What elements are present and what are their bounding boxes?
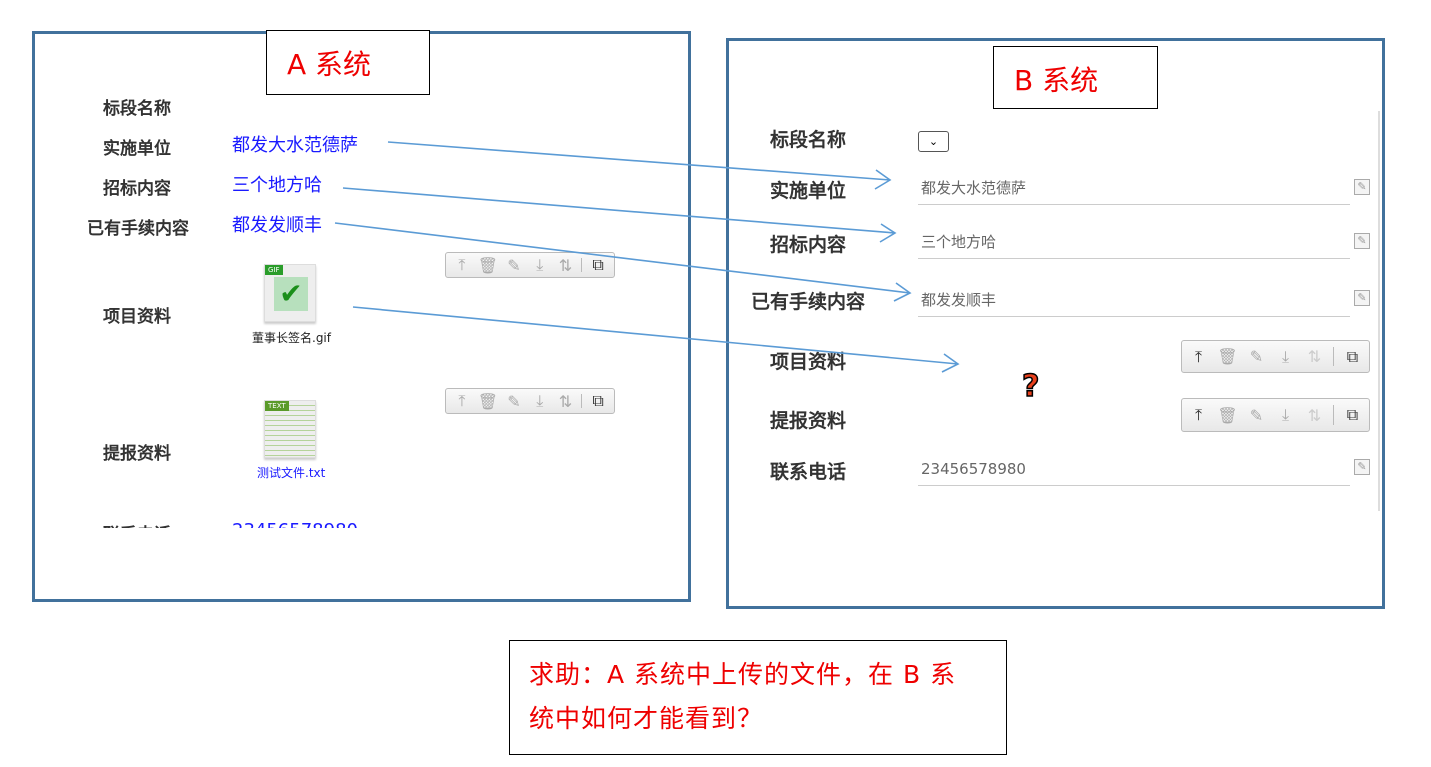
unit-input[interactable]: 都发大水范德萨 (918, 171, 1350, 205)
value-unit: 都发大水范德萨 (232, 135, 358, 156)
edit-icon[interactable]: ✎ (507, 391, 521, 411)
upload-icon[interactable]: ⤒ (1194, 346, 1203, 366)
procedures-input[interactable]: 都发发顺丰 (918, 283, 1350, 317)
label-bid-content: 招标内容 (103, 179, 171, 199)
edit-icon[interactable]: ✎ (1249, 347, 1264, 366)
scrollbar[interactable] (1378, 111, 1380, 511)
label-bid-content: 招标内容 (770, 234, 847, 256)
open-external-icon[interactable]: ⧉ (1346, 405, 1359, 424)
system-b-panel: 标段名称 ⌄ 实施单位 都发大水范德萨 ✎ 招标内容 三个地方哈 ✎ 已有手续内… (726, 38, 1385, 609)
sort-icon[interactable]: ⇅ (558, 391, 573, 411)
project-docs-toolbar: ⤒ 🗑 ✎ ⤓ ⇅ ⧉ (1181, 340, 1370, 373)
download-icon[interactable]: ⤓ (1281, 346, 1290, 366)
system-b-title: B 系统 (993, 46, 1158, 109)
label-project-docs: 项目资料 (103, 307, 171, 327)
phone-input[interactable]: 23456578980 (918, 452, 1350, 486)
arrow-unit (387, 141, 892, 190)
open-external-icon[interactable]: ⧉ (592, 391, 604, 410)
clipped-phone-row: 联系电话 23456578980 (35, 520, 635, 528)
label-unit: 实施单位 (103, 139, 171, 159)
sort-icon[interactable]: ⇅ (1307, 405, 1322, 425)
label-section: 标段名称 (103, 99, 171, 119)
question-mark-icon: ? (1021, 368, 1040, 405)
label-report-docs: 提报资料 (770, 410, 847, 432)
question-box: 求助：A 系统中上传的文件，在 B 系 统中如何才能看到？ (509, 640, 1007, 755)
label-report-docs: 提报资料 (103, 444, 171, 464)
bid-content-input[interactable]: 三个地方哈 (918, 225, 1350, 259)
report-docs-toolbar: ⤒ 🗑 ✎ ⤓ ⇅ ⧉ (1181, 398, 1370, 432)
system-a-title: A 系统 (266, 30, 430, 95)
edit-icon[interactable]: ✎ (1354, 233, 1370, 249)
delete-icon[interactable]: 🗑 (1217, 405, 1238, 425)
download-icon[interactable]: ⤓ (536, 255, 544, 274)
text-badge: TEXT (265, 401, 289, 411)
label-procedures: 已有手续内容 (87, 219, 189, 239)
check-icon: ✔ (274, 277, 308, 311)
edit-icon[interactable]: ✎ (1354, 290, 1370, 306)
upload-icon[interactable]: ⤒ (458, 255, 466, 274)
sort-icon[interactable]: ⇅ (1307, 347, 1322, 366)
txt-file-icon[interactable]: TEXT (264, 400, 316, 458)
upload-icon[interactable]: ⤒ (458, 391, 466, 410)
edit-icon[interactable]: ✎ (1354, 459, 1370, 475)
label-project-docs: 项目资料 (770, 351, 847, 373)
question-line-2: 统中如何才能看到？ (529, 704, 764, 733)
value-phone: 23456578980 (232, 520, 358, 528)
edit-icon[interactable]: ✎ (507, 255, 521, 275)
delete-icon[interactable]: 🗑 (477, 391, 499, 411)
report-docs-toolbar: ⤒ 🗑 ✎ ⤓ ⇅ ⧉ (445, 388, 615, 414)
value-bid-content: 三个地方哈 (232, 175, 322, 196)
project-docs-toolbar: ⤒ 🗑 ✎ ⤓ ⇅ ⧉ (445, 252, 615, 278)
section-select[interactable]: ⌄ (918, 131, 949, 152)
arrow-procedures (334, 222, 912, 302)
download-icon[interactable]: ⤓ (1281, 405, 1290, 424)
gif-filename[interactable]: 董事长签名.gif (252, 331, 331, 345)
value-procedures: 都发发顺丰 (232, 215, 322, 236)
gif-badge: GIF (265, 265, 283, 275)
sort-icon[interactable]: ⇅ (558, 255, 573, 275)
arrow-project-docs (352, 306, 960, 373)
edit-icon[interactable]: ✎ (1354, 179, 1370, 195)
question-line-1: 求助：A 系统中上传的文件，在 B 系 (529, 660, 957, 689)
txt-filename[interactable]: 测试文件.txt (257, 466, 326, 480)
gif-file-icon[interactable]: GIF ✔ (264, 264, 316, 322)
open-external-icon[interactable]: ⧉ (592, 255, 604, 274)
label-phone: 联系电话 (103, 520, 171, 528)
label-section: 标段名称 (770, 129, 847, 151)
download-icon[interactable]: ⤓ (536, 391, 544, 410)
arrow-bid-content (342, 187, 897, 243)
delete-icon[interactable]: 🗑 (1217, 347, 1238, 366)
label-unit: 实施单位 (770, 180, 847, 202)
system-a-panel: 标段名称 实施单位 都发大水范德萨 招标内容 三个地方哈 已有手续内容 都发发顺… (32, 31, 691, 602)
upload-icon[interactable]: ⤒ (1194, 405, 1203, 424)
open-external-icon[interactable]: ⧉ (1346, 346, 1359, 366)
label-procedures: 已有手续内容 (751, 291, 866, 313)
edit-icon[interactable]: ✎ (1249, 405, 1264, 425)
label-phone: 联系电话 (770, 461, 847, 483)
delete-icon[interactable]: 🗑 (477, 255, 499, 275)
